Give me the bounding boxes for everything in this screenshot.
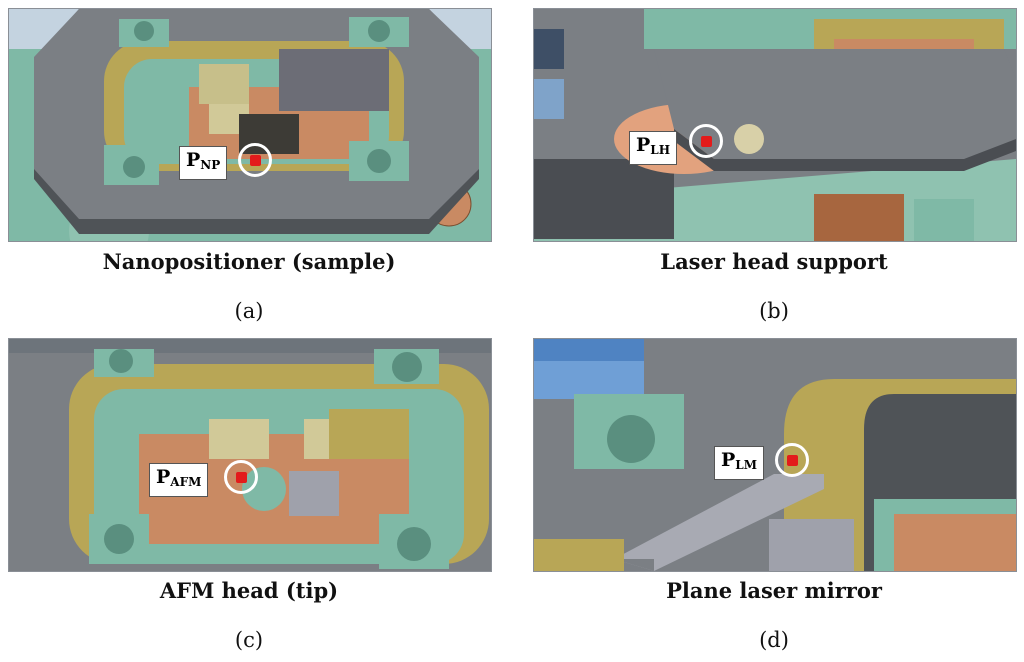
caption-a: Nanopositioner (sample) [102, 249, 396, 274]
red-dot-marker [786, 454, 798, 466]
panel-b-image: PLH [533, 8, 1017, 242]
measurement-point-lh [689, 124, 723, 158]
subfigure-label-b: (b) [759, 299, 789, 323]
panel-c-image: PAFM [8, 338, 492, 572]
measurement-point-afm [224, 460, 258, 494]
red-dot-marker [235, 471, 247, 483]
panel-a-image: PNP [8, 8, 492, 242]
red-dot-marker [249, 154, 261, 166]
point-label-np: PNP [179, 146, 228, 180]
caption-d: Plane laser mirror [666, 578, 882, 603]
caption-b: Laser head support [660, 249, 888, 274]
nanopositioner-render [9, 9, 491, 241]
point-label-lh: PLH [629, 131, 678, 165]
subfigure-label-a: (a) [234, 299, 264, 323]
red-dot-marker [700, 135, 712, 147]
measurement-point-lm [775, 443, 809, 477]
measurement-point-np [238, 143, 272, 177]
point-label-afm: PAFM [149, 463, 209, 497]
afm-head-render [9, 339, 491, 571]
subfigure-label-c: (c) [234, 628, 264, 652]
subfigure-label-d: (d) [759, 628, 789, 652]
panel-d-image: PLM [533, 338, 1017, 572]
caption-c: AFM head (tip) [159, 578, 339, 603]
point-label-lm: PLM [714, 446, 765, 480]
laser-head-support-render [534, 9, 1016, 241]
